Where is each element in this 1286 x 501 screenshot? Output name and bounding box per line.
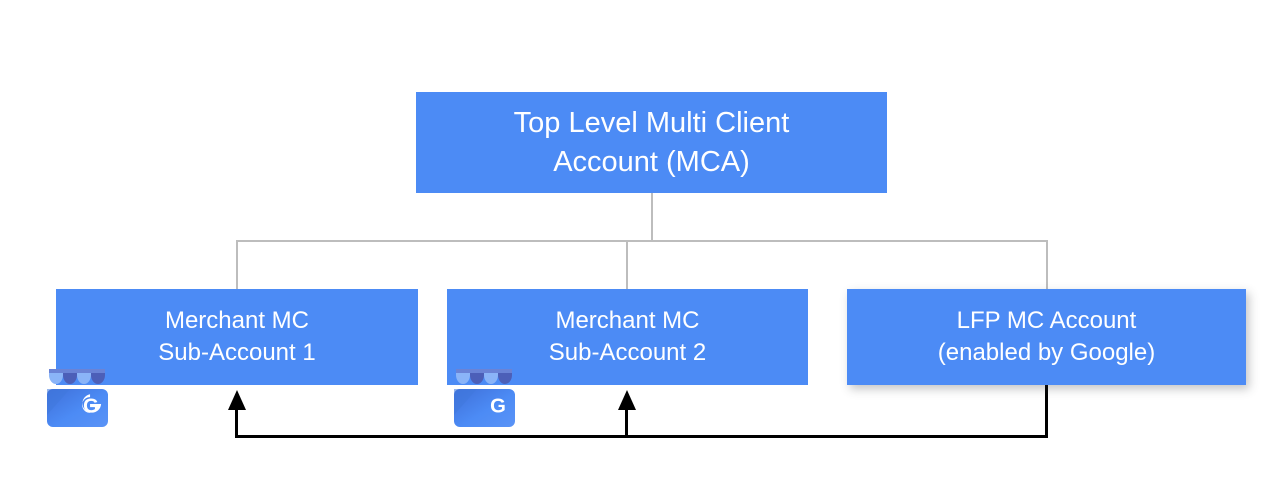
feedback-wire-to-sub-account-1 (235, 408, 238, 438)
google-business-profile-icon: G (47, 369, 108, 427)
node-top-level-mca-label: Top Level Multi Client Account (MCA) (513, 107, 790, 178)
google-g-letter: G (490, 396, 506, 418)
node-merchant-mc-sub-account-1-label: Merchant MC Sub-Account 1 (158, 307, 316, 366)
node-top-level-mca[interactable]: Top Level Multi Client Account (MCA) (416, 92, 887, 193)
feedback-wire-to-sub-account-2 (625, 408, 628, 438)
feedback-horizontal-wire (236, 435, 1048, 438)
connector-drop-sub-account-1 (236, 240, 238, 290)
google-business-profile-icon: G (454, 369, 515, 427)
feedback-wire-from-lfp (1045, 385, 1048, 438)
google-g-letter: G (83, 396, 99, 418)
connector-drop-lfp-account (1046, 240, 1048, 290)
connector-top-stem (651, 193, 653, 242)
arrowhead-to-sub-account-1-icon (228, 390, 246, 410)
arrowhead-to-sub-account-2-icon (618, 390, 636, 410)
node-lfp-mc-account[interactable]: LFP MC Account (enabled by Google) (847, 289, 1246, 385)
connector-horizontal-bar (236, 240, 1048, 242)
node-merchant-mc-sub-account-1[interactable]: Merchant MC Sub-Account 1 (56, 289, 418, 385)
connector-drop-sub-account-2 (626, 240, 628, 290)
node-merchant-mc-sub-account-2-label: Merchant MC Sub-Account 2 (548, 307, 707, 366)
node-lfp-mc-account-label: LFP MC Account (enabled by Google) (937, 307, 1156, 366)
